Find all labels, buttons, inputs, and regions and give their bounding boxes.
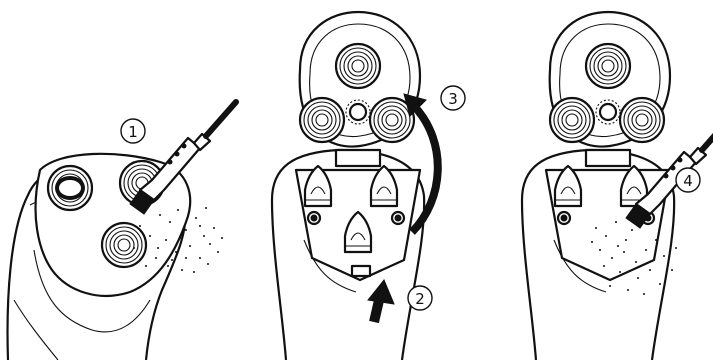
step-marker-3: 3 <box>441 86 465 110</box>
step-number-4: 4 <box>683 172 693 190</box>
panel-1-shaver-closed: 1 <box>8 102 236 360</box>
panel-2-shaver-open: 2 3 <box>272 12 465 360</box>
step-marker-1: 1 <box>121 119 145 143</box>
step-number-3: 3 <box>448 90 458 108</box>
hinged-head-holder <box>550 12 670 147</box>
step-number-2: 2 <box>415 290 425 308</box>
step-number-1: 1 <box>128 123 138 141</box>
step-marker-2: 2 <box>408 286 432 310</box>
hinged-head-holder <box>300 12 420 147</box>
panel-3-brushing-chamber: 4 <box>522 12 713 360</box>
step-marker-4: 4 <box>676 168 700 192</box>
